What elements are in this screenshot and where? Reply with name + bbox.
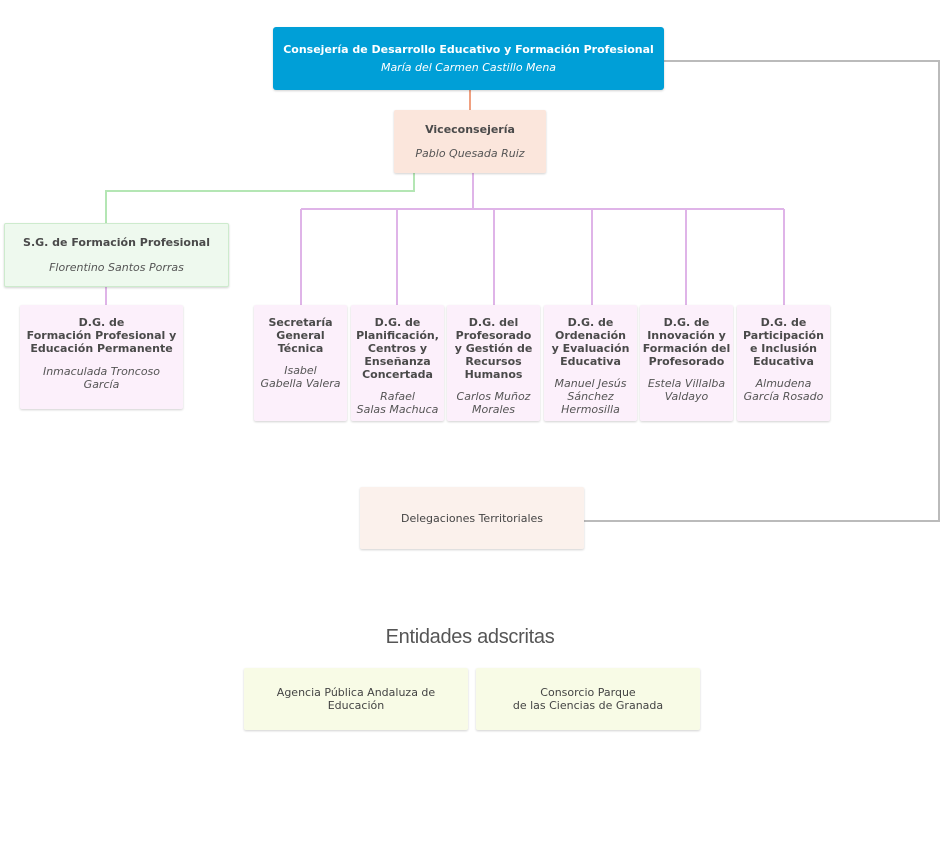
directorate-title: Secretaría General Técnica — [268, 316, 333, 355]
directorate-title: D.G. de Ordenación y Evaluación Educativ… — [551, 316, 630, 368]
dg-formacion-profesional-node[interactable]: D.G. de Formación Profesional y Educació… — [20, 305, 183, 409]
viceconsejeria-node[interactable]: Viceconsejería Pablo Quesada Ruiz — [394, 110, 546, 173]
directorate-person: Rafael Salas Machuca — [356, 390, 439, 416]
dg-formacion-profesional-person: Inmaculada Troncoso García — [42, 365, 161, 391]
directorate-title: D.G. del Profesorado y Gestión de Recurs… — [454, 316, 533, 381]
connector-top-delegaciones — [584, 60, 940, 522]
dg-formacion-profesional-title: D.G. de Formación Profesional y Educació… — [26, 316, 177, 355]
consejeria-node[interactable]: Consejería de Desarrollo Educativo y For… — [273, 27, 664, 90]
delegaciones-territoriales-node[interactable]: Delegaciones Territoriales — [360, 487, 584, 549]
sg-formacion-profesional-title: S.G. de Formación Profesional — [23, 236, 210, 249]
viceconsejeria-person: Pablo Quesada Ruiz — [415, 147, 525, 160]
entidades-heading: Entidades adscritas — [385, 626, 555, 648]
directorate-title: D.G. de Participación e Inclusión Educat… — [743, 316, 824, 368]
sg-formacion-profesional-node[interactable]: S.G. de Formación Profesional Florentino… — [4, 223, 229, 287]
entity-title: Consorcio Parque de las Ciencias de Gran… — [512, 686, 664, 712]
entity-agencia-node[interactable]: Agencia Pública Andaluza de Educación — [244, 668, 468, 730]
directorate-person: Isabel Gabella Valera — [260, 364, 341, 390]
entity-consorcio-node[interactable]: Consorcio Parque de las Ciencias de Gran… — [476, 668, 700, 730]
directorate-person: Manuel Jesús Sánchez Hermosilla — [554, 377, 627, 416]
delegaciones-territoriales-title: Delegaciones Territoriales — [400, 511, 544, 525]
dg-participacion-node[interactable]: D.G. de Participación e Inclusión Educat… — [737, 305, 830, 421]
dg-ordenacion-node[interactable]: D.G. de Ordenación y Evaluación Educativ… — [544, 305, 637, 421]
secretaria-general-tecnica-node[interactable]: Secretaría General Técnica Isabel Gabell… — [254, 305, 347, 421]
directorate-person: Almudena García Rosado — [743, 377, 824, 403]
dg-planificacion-node[interactable]: D.G. de Planificación, Centros y Enseñan… — [351, 305, 444, 421]
viceconsejeria-title: Viceconsejería — [425, 123, 515, 136]
directorate-person: Estela Villalba Valdayo — [647, 377, 726, 403]
consejeria-title: Consejería de Desarrollo Educativo y For… — [283, 43, 654, 56]
dg-profesorado-node[interactable]: D.G. del Profesorado y Gestión de Recurs… — [447, 305, 540, 421]
directorate-title: D.G. de Planificación, Centros y Enseñan… — [356, 316, 439, 381]
directorate-person: Carlos Muñoz Morales — [456, 390, 531, 416]
entity-title: Agencia Pública Andaluza de Educación — [276, 686, 436, 712]
dg-innovacion-node[interactable]: D.G. de Innovación y Formación del Profe… — [640, 305, 733, 421]
directorate-title: D.G. de Innovación y Formación del Profe… — [642, 316, 731, 368]
consejeria-person: María del Carmen Castillo Mena — [380, 61, 557, 74]
connector-vice-sg — [105, 173, 415, 223]
sg-formacion-profesional-person: Florentino Santos Porras — [49, 261, 184, 274]
